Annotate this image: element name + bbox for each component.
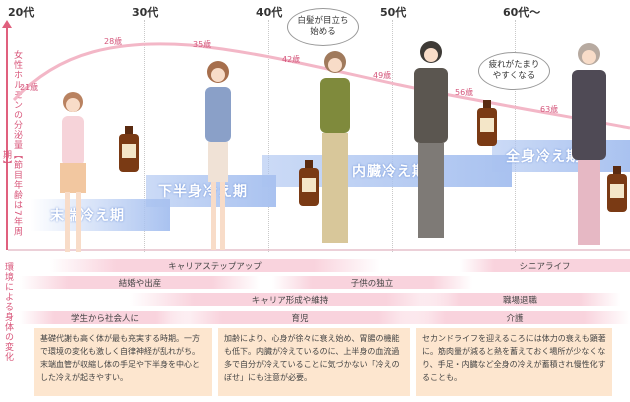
- bubble-fatigue: 疲れがたまりやすくなる: [478, 52, 550, 90]
- life-label-childcare: 育児: [291, 313, 309, 324]
- life-label-career-step-up: キャリアステップアップ: [168, 261, 262, 272]
- hormone-axis-label: 女性ホルモンの分泌量: [12, 50, 22, 150]
- tonic-bottle-icon: [477, 100, 497, 146]
- woman-20s-illustration: [60, 92, 86, 252]
- life-label-to-society: 学生から社会人に: [70, 313, 139, 324]
- stage-label-internal: 内臓冷え期: [352, 164, 427, 180]
- life-bar-to-society: 学生から社会人に: [20, 311, 190, 324]
- woman-30s-illustration: [205, 61, 231, 250]
- decade-40s: 40代: [256, 6, 283, 19]
- life-label-retirement: 職場退職: [502, 295, 537, 306]
- life-label-career-form: キャリア形成や維持: [251, 295, 329, 306]
- decade-divider: [515, 20, 516, 252]
- life-bar-senior-life: シニアライフ: [460, 259, 630, 272]
- life-label-senior-life: シニアライフ: [519, 261, 571, 272]
- age-label-35: 35歳: [193, 40, 212, 49]
- cycle-note-label: 【節目年齢は7年周期】: [1, 150, 22, 237]
- age-label-21: 21歳: [20, 83, 39, 92]
- hormone-axis-arrow: [2, 20, 12, 250]
- woman-40s-illustration: [320, 51, 350, 243]
- life-bar-career-form: キャリア形成や維持: [130, 293, 450, 306]
- bubble-gray-hair-text: 白髪が目立ち始める: [297, 16, 349, 37]
- description-whole-body: セカンドライフを迎えるころには体力の衰えも顕著に。筋肉量が減ると熱を蓄えておく場…: [416, 328, 612, 396]
- age-label-42: 42歳: [282, 55, 301, 64]
- life-bar-child-independence: 子供の独立: [272, 276, 472, 289]
- life-bar-nursing-care: 介護: [400, 311, 630, 324]
- life-bar-marriage-birth: 結婚や出産: [20, 276, 260, 289]
- decade-60s: 60代〜: [503, 6, 541, 19]
- age-label-28: 28歳: [104, 37, 123, 46]
- stage-label-whole-body: 全身冷え期: [506, 149, 581, 165]
- life-bar-retirement: 職場退職: [420, 293, 620, 306]
- life-label-nursing-care: 介護: [506, 313, 524, 324]
- age-label-49: 49歳: [373, 71, 392, 80]
- life-bar-childcare: 育児: [170, 311, 430, 324]
- decade-20s: 20代: [8, 6, 35, 19]
- bubble-gray-hair: 白髪が目立ち始める: [287, 8, 359, 46]
- description-internal: 加齢により、心身が徐々に衰え始め、胃腸の機能も低下。内臓が冷えているのに、上半身…: [218, 328, 410, 396]
- decade-divider: [144, 20, 145, 252]
- woman-60s-illustration: [572, 43, 606, 245]
- age-label-63: 63歳: [540, 105, 559, 114]
- age-label-56: 56歳: [455, 88, 474, 97]
- bubble-fatigue-text: 疲れがたまりやすくなる: [488, 60, 540, 81]
- tonic-bottle-icon: [299, 160, 319, 206]
- body-change-label: 環境による身体の変化: [3, 262, 13, 362]
- decade-50s: 50代: [380, 6, 407, 19]
- tonic-bottle-icon: [607, 166, 627, 212]
- woman-50s-illustration: [414, 41, 448, 238]
- life-label-marriage-birth: 結婚や出産: [118, 278, 162, 289]
- description-extremity: 基礎代謝も高く体が最も充実する時期。一方で環境の変化も激しく自律神経が乱れがち。…: [34, 328, 212, 396]
- stage-band-whole-body: 全身冷え期: [492, 140, 630, 172]
- life-label-child-independence: 子供の独立: [350, 278, 394, 289]
- decade-divider: [392, 20, 393, 252]
- decade-30s: 30代: [132, 6, 159, 19]
- life-bar-career-step-up: キャリアステップアップ: [50, 259, 380, 272]
- tonic-bottle-icon: [119, 126, 139, 172]
- decade-divider: [268, 20, 269, 252]
